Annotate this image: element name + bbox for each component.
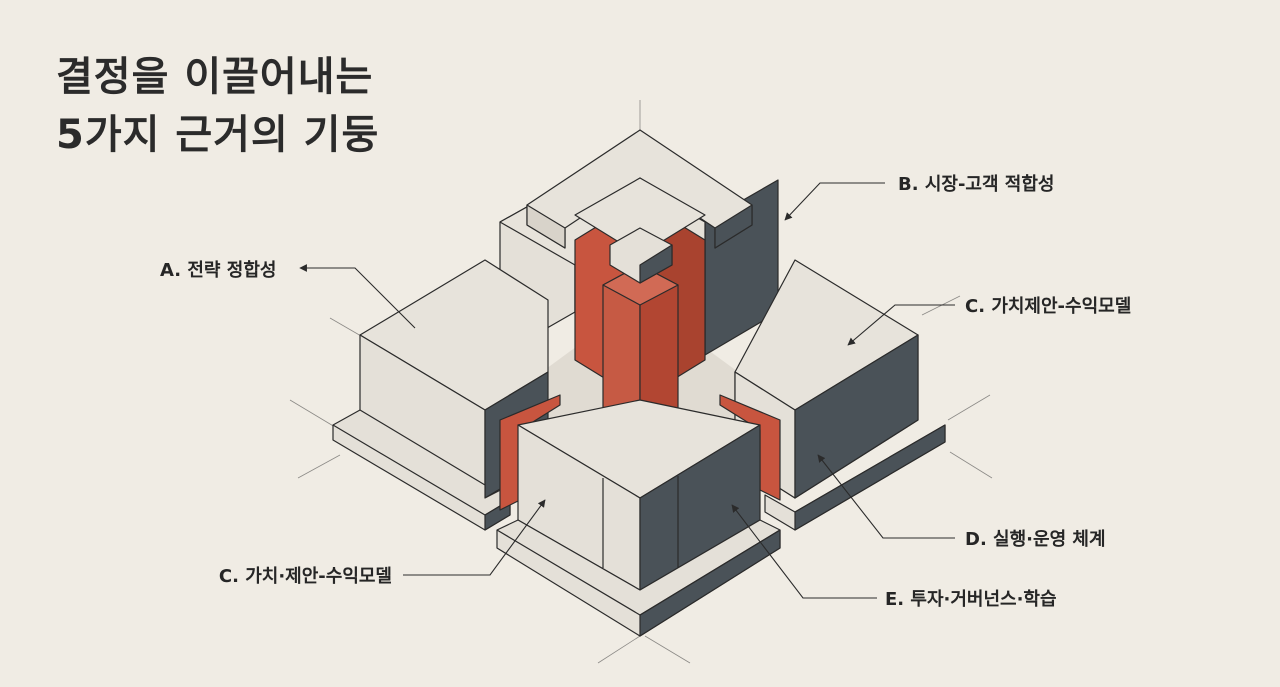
callout-lines	[299, 182, 955, 599]
title-line-1: 결정을 이끌어내는	[56, 54, 374, 100]
label-a: A. 전략 정합성	[160, 259, 276, 281]
callout-labels: A. 전략 정합성 B. 시장-고객 적합성 C. 가치제안-수익모델 D. 실…	[160, 173, 1131, 610]
page-title: 결정을 이끌어내는 5가지 근거의 기둥	[56, 48, 379, 164]
label-e: E. 투자·거버넌스·학습	[885, 588, 1057, 610]
callout-c-right-line	[847, 304, 955, 346]
callout-e-line	[731, 504, 877, 599]
block-right	[734, 259, 946, 531]
block-front	[496, 399, 781, 637]
callout-d-line	[817, 454, 955, 539]
label-c-right: C. 가치제안-수익모델	[965, 296, 1131, 317]
callout-c-left-line	[403, 499, 546, 576]
label-c-left: C. 가치·제안-수익모델	[219, 566, 392, 587]
label-d: D. 실행·운영 체계	[965, 529, 1106, 550]
red-core	[574, 177, 706, 441]
callout-b-line	[784, 182, 885, 221]
callout-a-line	[299, 264, 416, 329]
title-line-2: 5가지 근거의 기둥	[56, 112, 380, 158]
label-b: B. 시장-고객 적합성	[898, 173, 1054, 195]
block-top-cap	[526, 129, 753, 249]
